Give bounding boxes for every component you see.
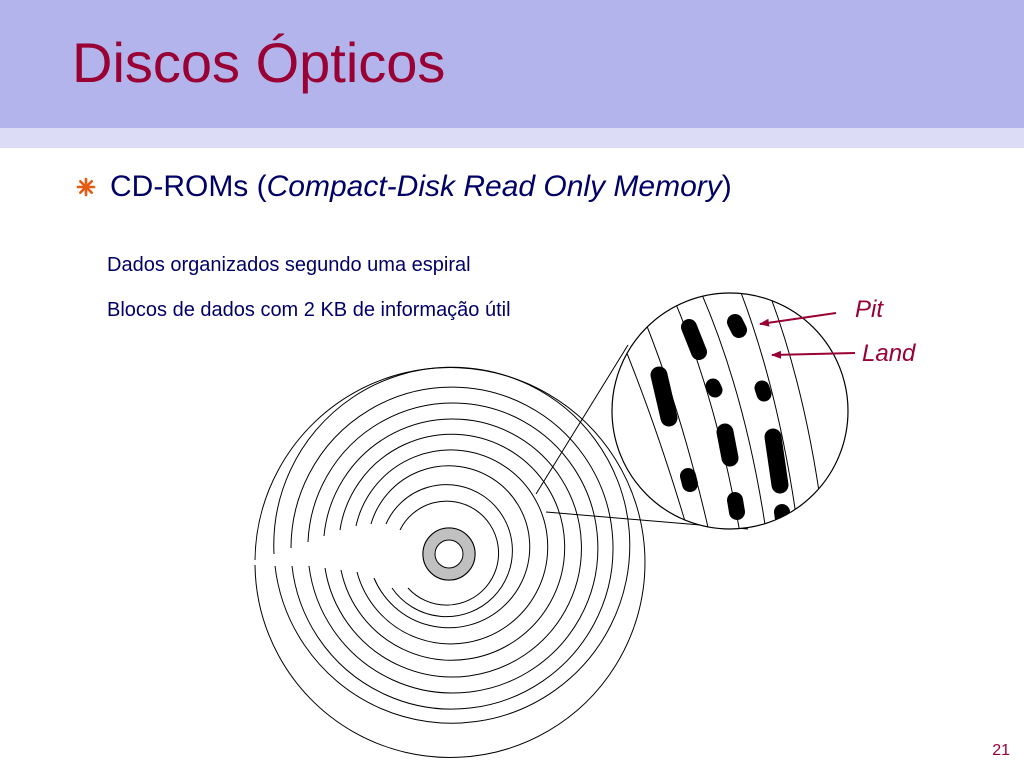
pit-arrow [759, 312, 837, 327]
pit-mark [727, 314, 747, 338]
subpoint-spiral: Dados organizados segundo uma espiral [107, 254, 471, 276]
disc-spiral [254, 366, 646, 758]
pit-mark [754, 380, 772, 402]
pit-mark [681, 319, 707, 360]
disc-hub [422, 527, 476, 581]
bullet-suffix: ) [721, 170, 732, 203]
subpoint-blocks: Blocos de dados com 2 KB de informação ú… [107, 299, 511, 321]
slide-title: Discos Ópticos [72, 31, 446, 94]
header-band [0, 0, 1024, 128]
land-arrow [771, 350, 856, 359]
pit-mark [680, 468, 698, 492]
bullet-item-cd-roms: CD-ROMs (Compact-Disk Read Only Memory) [76, 170, 732, 204]
bullet-text: CD-ROMs (Compact-Disk Read Only Memory) [110, 170, 732, 204]
bullet-prefix: CD-ROMs ( [110, 170, 267, 203]
pit-mark [774, 504, 792, 529]
land-label: Land [862, 340, 916, 367]
magnified-track-view [611, 292, 849, 530]
pit-mark [716, 423, 739, 467]
pit-mark [705, 378, 723, 398]
asterisk-bullet-icon [76, 177, 96, 197]
pit-mark [727, 492, 745, 520]
pit-label: Pit [855, 296, 884, 323]
header-stripe [0, 128, 1024, 148]
bullet-emphasis: Compact-Disk Read Only Memory [266, 170, 722, 203]
pit-mark [764, 428, 789, 494]
pit-mark [650, 366, 678, 427]
slide-number: 21 [992, 742, 1010, 759]
